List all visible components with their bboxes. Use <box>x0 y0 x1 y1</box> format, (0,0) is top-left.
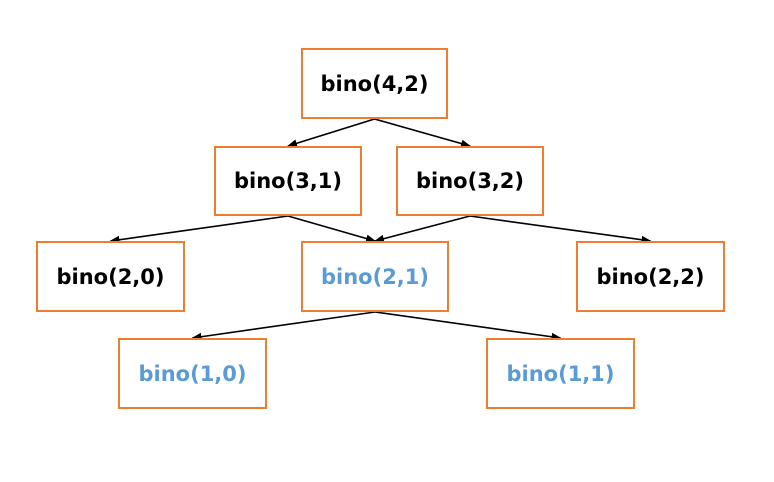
node-bino-3-1: bino(3,1) <box>214 146 362 216</box>
node-bino-2-0: bino(2,0) <box>36 241 185 312</box>
node-bino-3-2: bino(3,2) <box>396 146 544 216</box>
node-bino-1-0: bino(1,0) <box>118 338 267 409</box>
edge-n-2-1-to-n-1-1 <box>374 311 562 341</box>
edge-n-3-2-to-n-2-1 <box>374 215 471 243</box>
edge-n-3-2-to-n-2-2 <box>469 215 652 244</box>
edges-group <box>109 118 652 341</box>
edge-n-3-1-to-n-2-1 <box>287 215 376 243</box>
edge-n-2-1-to-n-1-0 <box>191 311 376 341</box>
node-bino-1-1: bino(1,1) <box>486 338 635 409</box>
edge-n-4-2-to-n-3-2 <box>374 118 471 148</box>
edge-n-4-2-to-n-3-1 <box>287 118 375 148</box>
edge-n-3-1-to-n-2-0 <box>109 215 289 244</box>
node-bino-2-1: bino(2,1) <box>301 241 449 312</box>
node-bino-4-2: bino(4,2) <box>301 48 448 119</box>
node-bino-2-2: bino(2,2) <box>576 241 725 312</box>
